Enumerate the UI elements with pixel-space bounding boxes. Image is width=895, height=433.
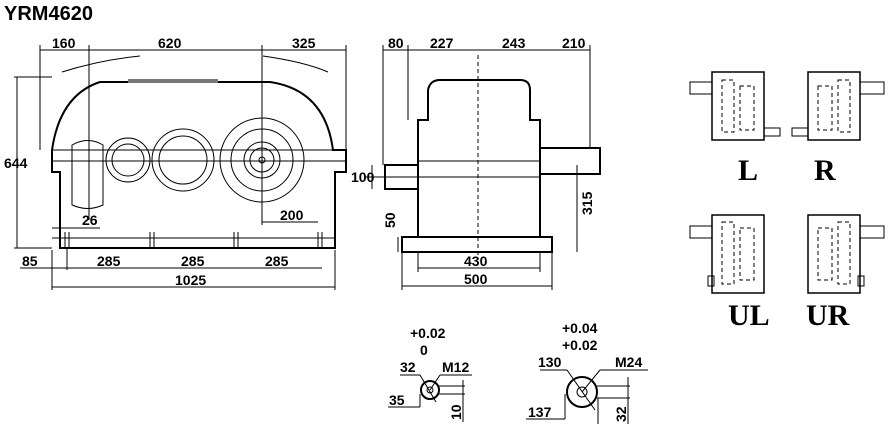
dim-285-1: 285: [97, 253, 121, 269]
mounting-R: R: [791, 71, 885, 187]
dim-160: 160: [52, 35, 76, 51]
dim-10: 10: [448, 404, 464, 420]
tol-upper-small: +0.02: [410, 325, 446, 341]
label-L: L: [738, 154, 758, 187]
dim-200: 200: [280, 207, 304, 223]
tol-lower-small: 0: [420, 342, 428, 358]
shaft-detail-small: +0.02 0 32 M12 35 10: [388, 325, 472, 422]
dia-130: 130: [538, 354, 562, 370]
dim-325: 325: [292, 35, 316, 51]
shaft-detail-large: +0.04 +0.02 130 M24 137 32: [526, 320, 648, 424]
dim-137: 137: [528, 404, 552, 420]
dim-210: 210: [562, 35, 586, 51]
dim-500: 500: [464, 271, 488, 287]
dim-644: 644: [4, 155, 28, 171]
dia-32: 32: [400, 359, 416, 375]
dim-243: 243: [502, 35, 526, 51]
dim-285-2: 285: [181, 253, 205, 269]
dim-32: 32: [613, 406, 629, 422]
dim-1025: 1025: [175, 272, 206, 288]
dim-26: 26: [82, 212, 98, 228]
dim-50: 50: [382, 212, 398, 228]
dim-227: 227: [430, 35, 454, 51]
housing-outline: [51, 81, 347, 249]
tol-upper-large: +0.04: [562, 320, 598, 336]
dim-430: 430: [464, 253, 488, 269]
dim-285-3: 285: [265, 253, 289, 269]
drawing-title: YRM4620: [4, 3, 93, 25]
dim-315: 315: [579, 191, 595, 215]
thread-m12: M12: [442, 359, 469, 375]
dim-620: 620: [158, 35, 182, 51]
side-view: 80 227 243 210 100 50 315 430 500: [351, 35, 601, 290]
front-view: 160 620 325 644 26 200 85 285 285 285 10…: [4, 35, 347, 290]
dim-85: 85: [22, 253, 38, 269]
side-housing: [417, 79, 541, 238]
dim-35: 35: [389, 392, 405, 408]
label-R: R: [814, 154, 836, 187]
thread-m24: M24: [615, 354, 642, 370]
inspection-cover: [128, 79, 218, 83]
dim-80: 80: [388, 35, 404, 51]
mounting-UL: UL: [689, 214, 770, 332]
mounting-UR: UR: [806, 214, 885, 332]
label-UL: UL: [728, 299, 770, 332]
dim-100: 100: [351, 169, 375, 185]
label-UR: UR: [806, 299, 850, 332]
mounting-L: L: [689, 71, 781, 187]
tol-lower-large: +0.02: [562, 337, 598, 353]
